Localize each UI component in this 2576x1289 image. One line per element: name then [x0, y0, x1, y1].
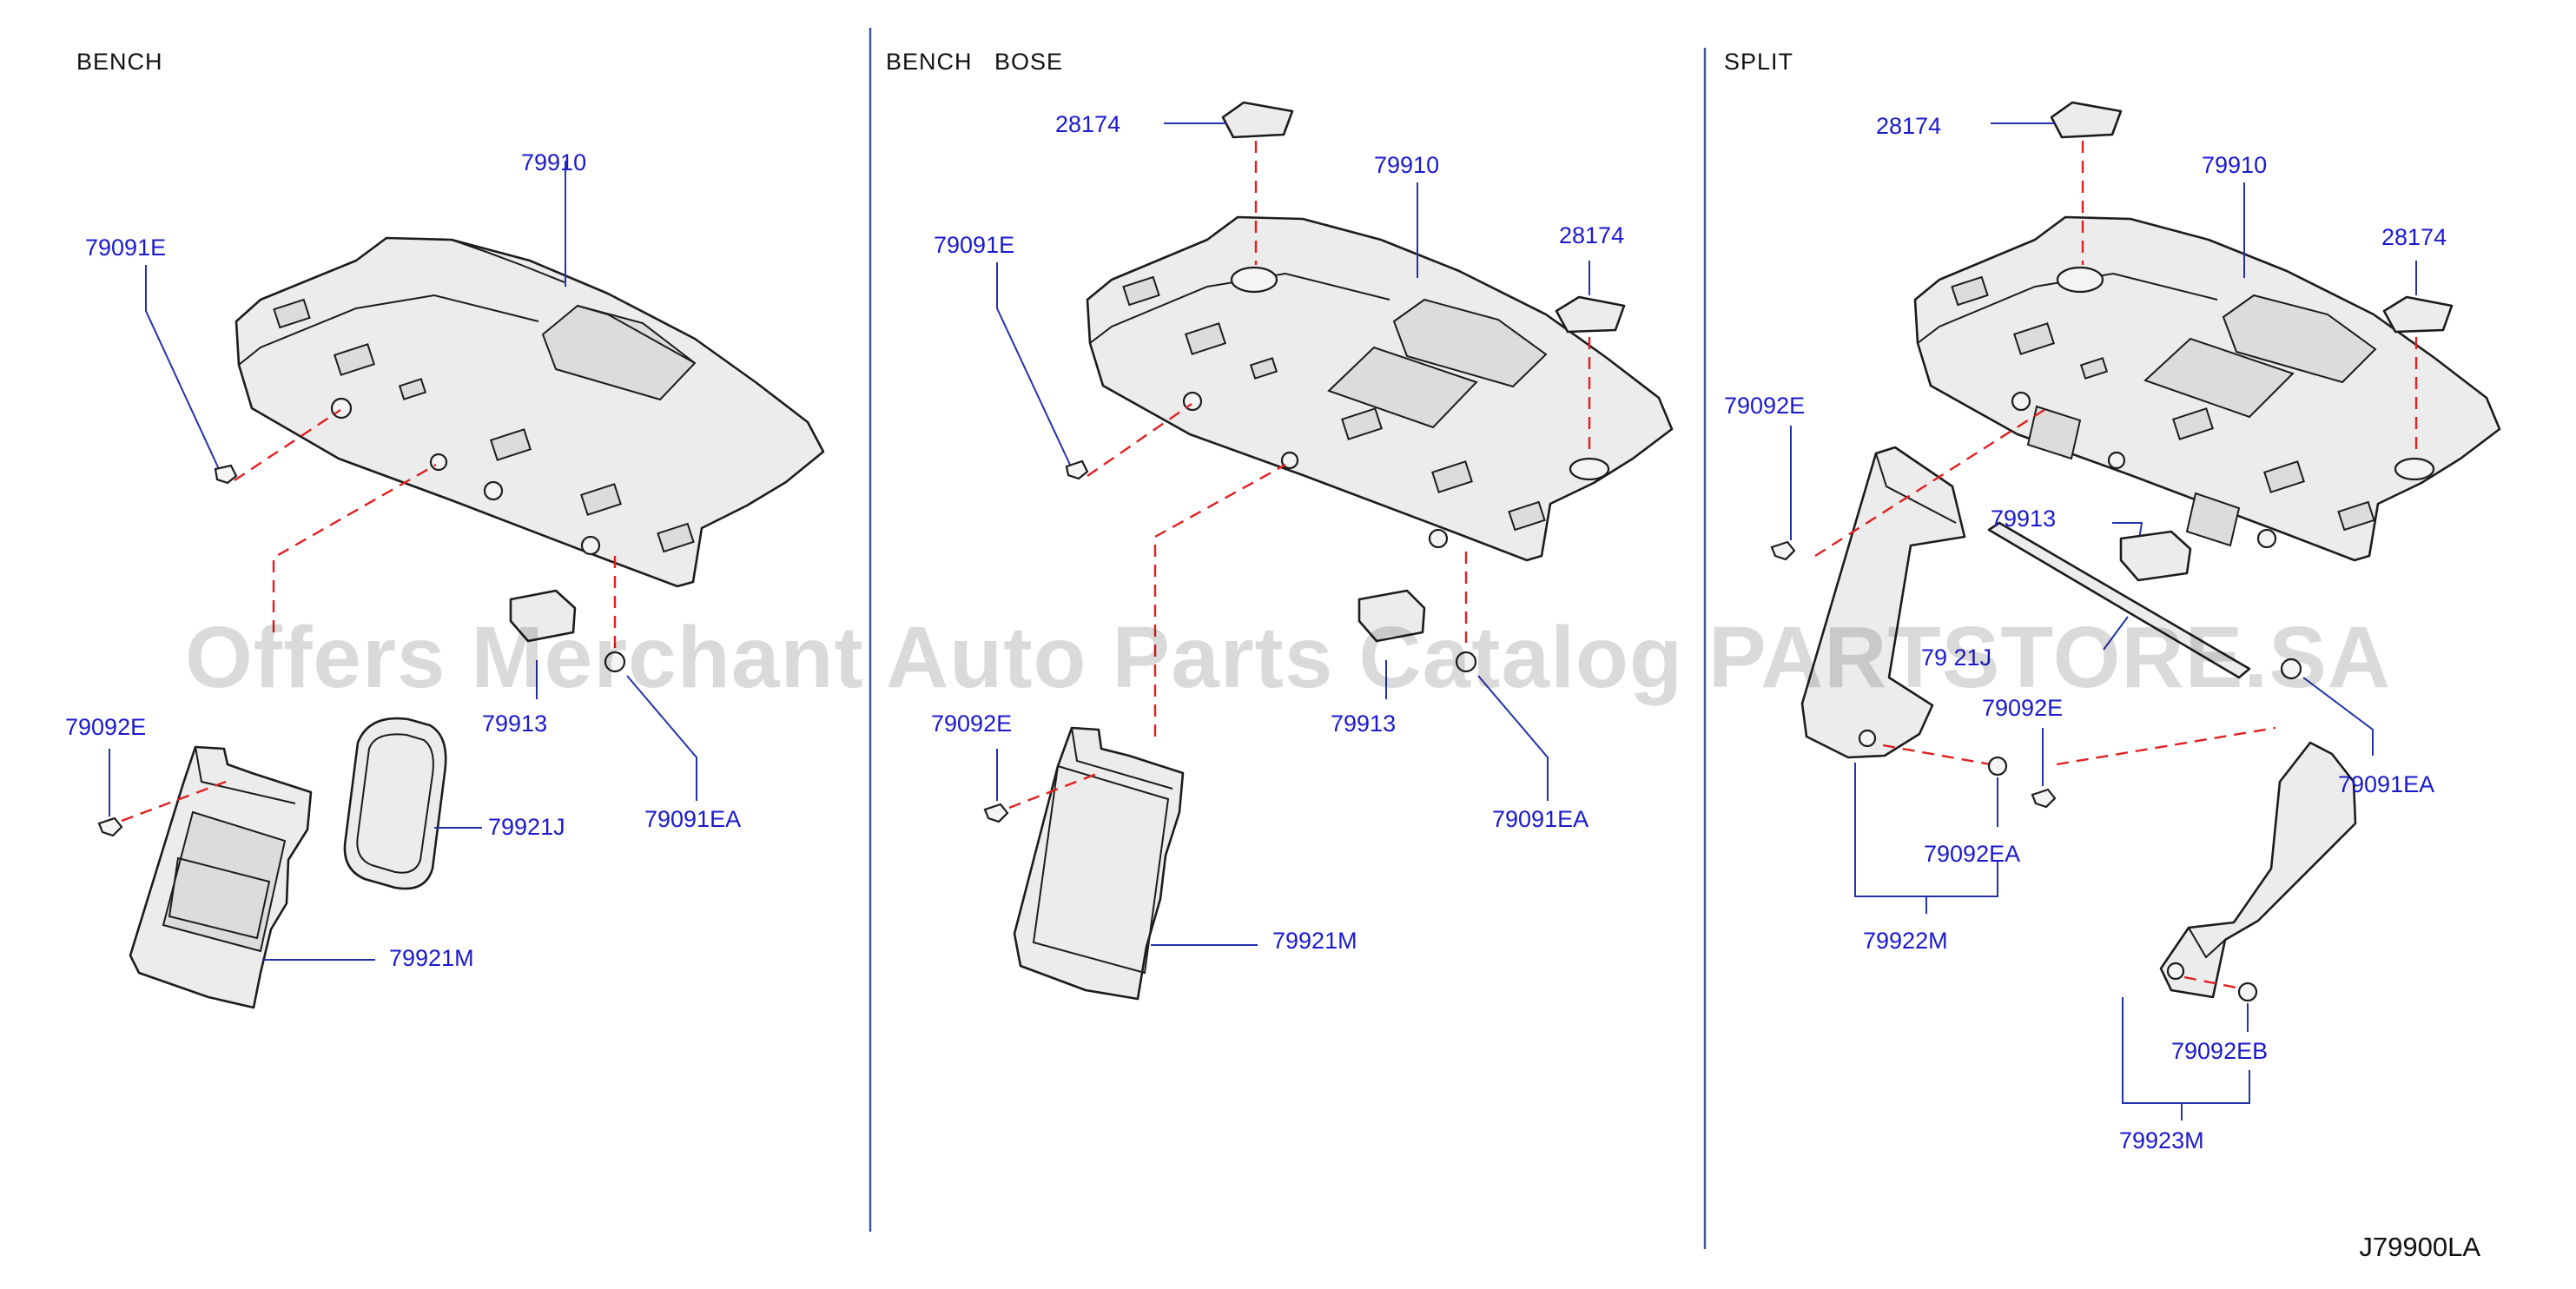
split-clip-79092eb: [2237, 982, 2258, 1002]
bench-clip-79091e: [214, 464, 238, 485]
part-label-79091e[interactable]: 79091E: [934, 232, 1015, 258]
part-label-28174-top[interactable]: 28174: [1055, 111, 1121, 137]
split-trim-79923m: [2159, 741, 2357, 999]
bose-speaker-grille-left: [1327, 346, 1478, 429]
part-label-79921j[interactable]: 79921J: [488, 814, 565, 840]
part-label-28174-top[interactable]: 28174: [1876, 113, 1942, 139]
part-label-28174-right[interactable]: 28174: [2381, 224, 2447, 250]
part-label-79913[interactable]: 79913: [1991, 506, 2057, 532]
part-label-79091ea[interactable]: 79091EA: [644, 806, 742, 832]
bose-pad-79913: [1357, 589, 1426, 643]
part-label-79923m[interactable]: 79923M: [2119, 1127, 2204, 1153]
split-speaker-grille: [2143, 337, 2295, 419]
split-group: [1770, 101, 2501, 1120]
bench-group: [97, 161, 825, 1009]
part-label-79091ea[interactable]: 79091EA: [2338, 771, 2435, 797]
part-label-79092ea[interactable]: 79092EA: [1924, 841, 2021, 867]
bose-clip-79091e: [1065, 459, 1089, 480]
bench-pad-79913: [509, 589, 577, 643]
part-label-79913[interactable]: 79913: [482, 711, 548, 737]
part-label-28174-right[interactable]: 28174: [1559, 222, 1625, 248]
section-title-bench-bose: BENCH BOSE: [886, 49, 1064, 75]
part-label-79092e-left[interactable]: 79092E: [1724, 393, 1806, 419]
part-label-79092e[interactable]: 79092E: [931, 711, 1013, 737]
part-label-79092eb[interactable]: 79092EB: [2171, 1038, 2269, 1064]
split-clip-79092ea: [1987, 756, 2008, 777]
part-label-79092e[interactable]: 79092E: [65, 714, 147, 740]
part-label-79910[interactable]: 79910: [1374, 152, 1440, 178]
part-label-79921j-obscured[interactable]: 79 21J: [1921, 644, 1992, 671]
split-trim-79922m: [1800, 446, 1966, 759]
part-label-79091e[interactable]: 79091E: [85, 235, 167, 261]
section-title-split: SPLIT: [1724, 49, 1794, 75]
split-pad-79913: [2119, 530, 2192, 582]
part-label-79922m[interactable]: 79922M: [1863, 928, 1948, 954]
bose-cap-28174-top: [1221, 101, 1294, 139]
section-title-bench: BENCH: [76, 49, 163, 75]
bose-cap-28174-right: [1555, 295, 1626, 334]
split-clip-79092e-left: [1770, 540, 1796, 561]
split-clip-79091ea: [2280, 658, 2302, 680]
bench-clip-79091ea: [604, 651, 626, 673]
bose-group: [983, 101, 1674, 1001]
bose-clip-79091ea: [1455, 651, 1477, 673]
split-cap-28174-top: [2050, 101, 2123, 139]
part-label-79092e-mid[interactable]: 79092E: [1982, 695, 2064, 721]
split-seal-strip: [1987, 521, 2251, 679]
part-label-79910[interactable]: 79910: [521, 149, 587, 175]
part-label-79921m[interactable]: 79921M: [389, 945, 474, 971]
part-label-79913[interactable]: 79913: [1331, 711, 1397, 737]
bench-rear-shelf: [234, 236, 825, 588]
bench-clip-79092e: [97, 816, 123, 837]
bose-bracket-79921m: [1013, 726, 1185, 1001]
bench-ring-79921j: [343, 717, 447, 890]
part-label-79910[interactable]: 79910: [2202, 152, 2268, 178]
part-label-79921m[interactable]: 79921M: [1272, 928, 1357, 954]
bose-clip-79092e: [983, 803, 1009, 823]
part-label-79091ea[interactable]: 79091EA: [1492, 806, 1589, 832]
split-cap-28174-right: [2382, 295, 2454, 334]
split-clip-79092e-mid: [2031, 788, 2057, 809]
diagram-code: J79900LA: [2359, 1232, 2480, 1262]
